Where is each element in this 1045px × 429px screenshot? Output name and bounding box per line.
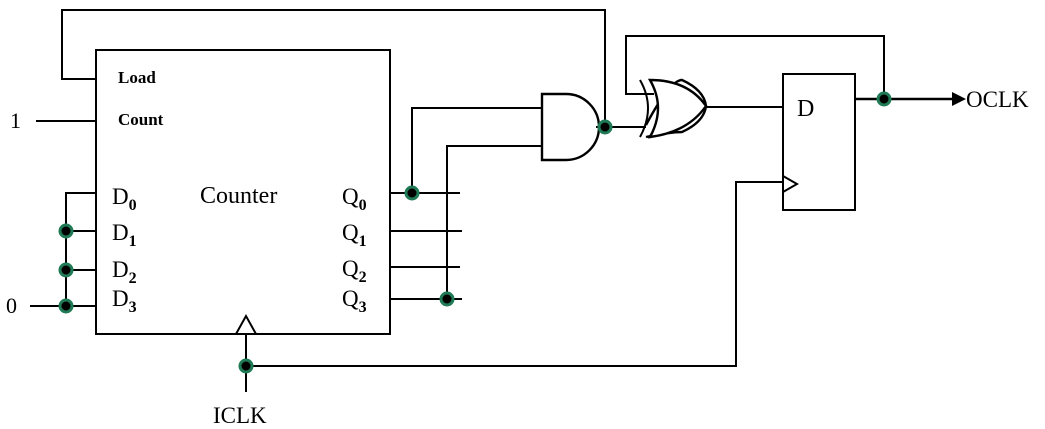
clock-to-flipflop-wire [246, 181, 783, 367]
q0-to-and-wire [411, 107, 542, 193]
iclk-label: ICLK [213, 403, 267, 428]
junction-q0 [404, 185, 420, 201]
xor-gate-back-curve [639, 79, 649, 138]
junction-d1 [58, 223, 74, 239]
count-label: Count [118, 110, 164, 129]
flipflop-d-label: D [797, 96, 814, 122]
d-flipflop [782, 73, 856, 211]
d3-label: D3 [112, 286, 137, 316]
junction-d3 [58, 298, 74, 314]
d3-input-value: 0 [6, 293, 17, 318]
load-label: Load [118, 68, 156, 87]
q3-label: Q3 [342, 286, 367, 316]
q-feedback-wire [625, 35, 885, 99]
junction-and-output [597, 119, 613, 135]
counter-block [95, 49, 391, 335]
junction-q3 [439, 291, 455, 307]
q3-to-and-wire [446, 145, 542, 299]
d2-label: D2 [112, 257, 137, 287]
count-input-value: 1 [10, 108, 21, 133]
junction-d2 [58, 262, 74, 278]
xor-gate [647, 78, 708, 139]
counter-title: Counter [200, 183, 277, 209]
flipflop-clock-notch [782, 175, 800, 193]
load-feedback-wire [61, 9, 606, 126]
q0-label: Q0 [342, 184, 367, 214]
oclk-arrowhead [952, 92, 966, 106]
d1-label: D1 [112, 220, 137, 250]
junction-flipflop-output [876, 91, 892, 107]
d-bus-wire [65, 192, 96, 306]
oclk-label: OCLK [966, 87, 1029, 112]
q2-label: Q2 [342, 256, 367, 286]
junction-clock [238, 358, 254, 374]
and-gate [540, 92, 601, 162]
d0-label: D0 [112, 184, 137, 214]
q1-label: Q1 [342, 220, 367, 250]
counter-clock-triangle [235, 313, 257, 335]
